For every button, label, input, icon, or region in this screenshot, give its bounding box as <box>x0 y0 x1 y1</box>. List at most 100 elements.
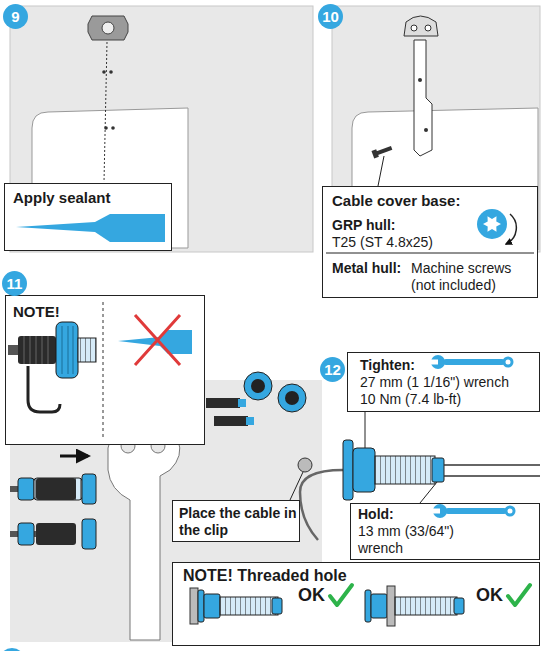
step-number-text: 11 <box>2 271 27 296</box>
drill-hole <box>111 126 115 130</box>
step-number: 12 <box>320 357 345 382</box>
ok-label: OK <box>476 585 503 606</box>
thread <box>78 338 96 362</box>
drill-hole <box>102 70 106 74</box>
step-number: 9 <box>3 4 28 29</box>
step-circle <box>3 4 28 29</box>
fastener-box: Cable cover base: GRP hull:T25 (ST 4.8x25… <box>322 186 538 298</box>
gland-nut <box>82 474 96 504</box>
cable-clip <box>28 366 60 412</box>
gland-sleeve <box>18 336 56 364</box>
leader-line <box>365 412 366 448</box>
screw-head <box>371 149 378 158</box>
gland-nut <box>204 594 220 618</box>
callout-text: Place the cable in the clip <box>179 505 297 539</box>
cable <box>444 464 540 466</box>
gland-hole <box>411 25 417 31</box>
wrench-icon <box>432 504 516 518</box>
drill-hole <box>104 126 108 130</box>
bracket-plate <box>108 426 180 640</box>
gland-pin-tip <box>246 417 254 425</box>
lock-nut <box>272 598 282 614</box>
callout-text: Tighten: <box>360 357 450 374</box>
cable <box>444 475 540 477</box>
nut-bore <box>251 379 265 393</box>
mount-plate-outline <box>88 16 128 40</box>
callout-text: T25 (ST 4.8x25) <box>332 234 472 251</box>
cable-clip <box>298 458 312 472</box>
lock-nut <box>432 458 444 482</box>
callout-box: Place the cable in the clip <box>172 500 300 542</box>
step-circle <box>320 357 345 382</box>
callout-text: Machine screws (not included) <box>411 260 533 294</box>
tool-box: Hold:13 mm (33/64") wrench <box>350 503 540 560</box>
step-number-text: 10 <box>318 4 343 29</box>
cable-clip <box>18 478 34 500</box>
ok-label: OK <box>298 585 325 606</box>
check-mark <box>508 585 530 605</box>
separator-line <box>326 253 534 254</box>
thread <box>220 597 278 615</box>
mount-plate <box>88 16 128 40</box>
gland-nut <box>56 322 78 378</box>
gland-pin <box>206 398 240 408</box>
mount-hole <box>102 22 114 34</box>
gland-nut <box>278 384 306 412</box>
callout-text: NOTE! Threaded hole <box>183 567 523 584</box>
gland-nut <box>371 594 387 618</box>
gland-sleeve <box>36 478 76 500</box>
step-number <box>0 648 25 651</box>
divider-line <box>103 302 104 440</box>
step-number-text: 9 <box>3 4 28 29</box>
callout-text: Cable cover base: <box>332 192 532 209</box>
cable-cover-base <box>414 40 432 156</box>
nut-bore <box>285 391 299 405</box>
rotation-arrow <box>506 214 516 244</box>
gland-nut <box>82 519 96 549</box>
step-circle <box>318 4 343 29</box>
callout-text: Hold: <box>358 506 448 523</box>
lock-nut <box>454 598 464 614</box>
check-mark <box>330 585 352 605</box>
callout-text: GRP hull: <box>332 217 472 234</box>
cable <box>300 470 343 540</box>
torque-box: Tighten:27 mm (1 1/16") wrench10 Nm (7.4… <box>347 352 540 412</box>
step-number-text: 12 <box>320 357 345 382</box>
step-number: 10 <box>318 4 343 29</box>
cable <box>8 345 22 355</box>
note-box: NOTE! <box>5 295 205 445</box>
step-number: 11 <box>2 271 27 296</box>
sleeve-ridges <box>24 336 48 364</box>
callout-text: Apply sealant <box>13 189 163 206</box>
hull-wall <box>387 586 395 626</box>
callout-text: 27 mm (1 1/16") wrench <box>360 374 538 391</box>
screw-shank <box>376 146 392 155</box>
cable-clip <box>18 523 34 545</box>
wrench-icon <box>430 355 514 369</box>
screw-hole <box>424 128 428 132</box>
gland-flange <box>343 440 353 500</box>
gland-pin <box>214 416 248 426</box>
gland-nut <box>353 448 375 492</box>
torx-star <box>483 216 501 232</box>
gland-plate <box>404 16 438 36</box>
gland-flange <box>198 590 204 622</box>
callout-text: 13 mm (33/64") wrench <box>358 523 483 557</box>
screw-hole <box>418 78 422 82</box>
move-arrow <box>60 455 88 458</box>
callout-text: Metal hull: <box>332 260 412 277</box>
callout-text: NOTE! <box>13 303 93 320</box>
gland-sleeve <box>34 478 82 500</box>
gland-pin-tip <box>238 399 246 407</box>
drill-hole <box>109 70 113 74</box>
step-circle <box>2 271 27 296</box>
torx-icon <box>477 209 507 239</box>
thread <box>375 456 435 484</box>
leader-line <box>104 42 107 182</box>
callout-text: 10 Nm (7.4 lb-ft) <box>360 391 538 408</box>
leader-line <box>378 156 384 186</box>
hull-wall <box>190 588 198 624</box>
screw <box>371 144 393 158</box>
thread <box>395 597 457 615</box>
